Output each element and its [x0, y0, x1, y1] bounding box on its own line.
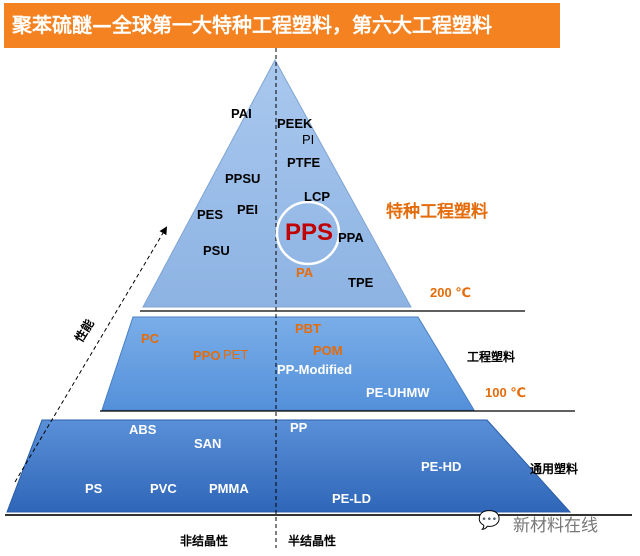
item-ppsu: PPSU	[225, 171, 261, 186]
general-tier-label: 通用塑料	[530, 462, 579, 476]
item-pc: PC	[141, 331, 160, 346]
temp-100: 100 ℃	[485, 385, 527, 400]
item-pes: PES	[197, 207, 224, 222]
item-pe-uhmw: PE-UHMW	[366, 385, 430, 400]
watermark: 新材料在线	[513, 516, 598, 536]
performance-arrow	[14, 226, 168, 483]
item-pom: POM	[313, 343, 343, 358]
item-peek: PEEK	[277, 116, 313, 131]
item-san: SAN	[194, 436, 222, 451]
general-tier	[6, 419, 572, 513]
special-tier-label: 特种工程塑料	[386, 202, 488, 222]
item-ptfe: PTFE	[287, 155, 321, 170]
amorphous-label: 非结晶性	[180, 534, 229, 548]
item-pet: PET	[223, 347, 249, 362]
engineering-tier	[101, 316, 475, 411]
semicrystalline-label: 半结晶性	[288, 534, 337, 548]
item-pe-hd: PE-HD	[421, 459, 462, 474]
special-tier	[142, 58, 412, 308]
item-pe-ld: PE-LD	[332, 491, 371, 506]
page-title: 聚苯硫醚—全球第一大特种工程塑料，第六大工程塑料	[4, 3, 560, 48]
item-abs: ABS	[129, 422, 157, 437]
item-pp: PP	[290, 420, 308, 435]
item-pp-modified: PP-Modified	[277, 362, 353, 377]
item-tpe: TPE	[348, 275, 374, 290]
item-pvc: PVC	[150, 481, 177, 496]
item-pps: PPS	[285, 219, 334, 246]
item-psu: PSU	[203, 243, 230, 258]
temp-200: 200 ℃	[430, 285, 472, 300]
item-lcp: LCP	[304, 189, 330, 204]
item-pbt: PBT	[295, 321, 321, 336]
item-pmma: PMMA	[209, 481, 249, 496]
item-pa: PA	[296, 265, 314, 280]
item-ppo: PPO	[193, 348, 221, 363]
pps-highlight-circle	[275, 200, 341, 266]
item-ps: PS	[85, 481, 103, 496]
item-pai: PAI	[231, 106, 252, 121]
wechat-icon: 💬	[478, 510, 501, 530]
item-pi: PI	[302, 132, 315, 147]
item-ppa: PPA	[338, 230, 364, 245]
item-pei: PEI	[237, 202, 258, 217]
engineering-tier-label: 工程塑料	[467, 350, 516, 364]
